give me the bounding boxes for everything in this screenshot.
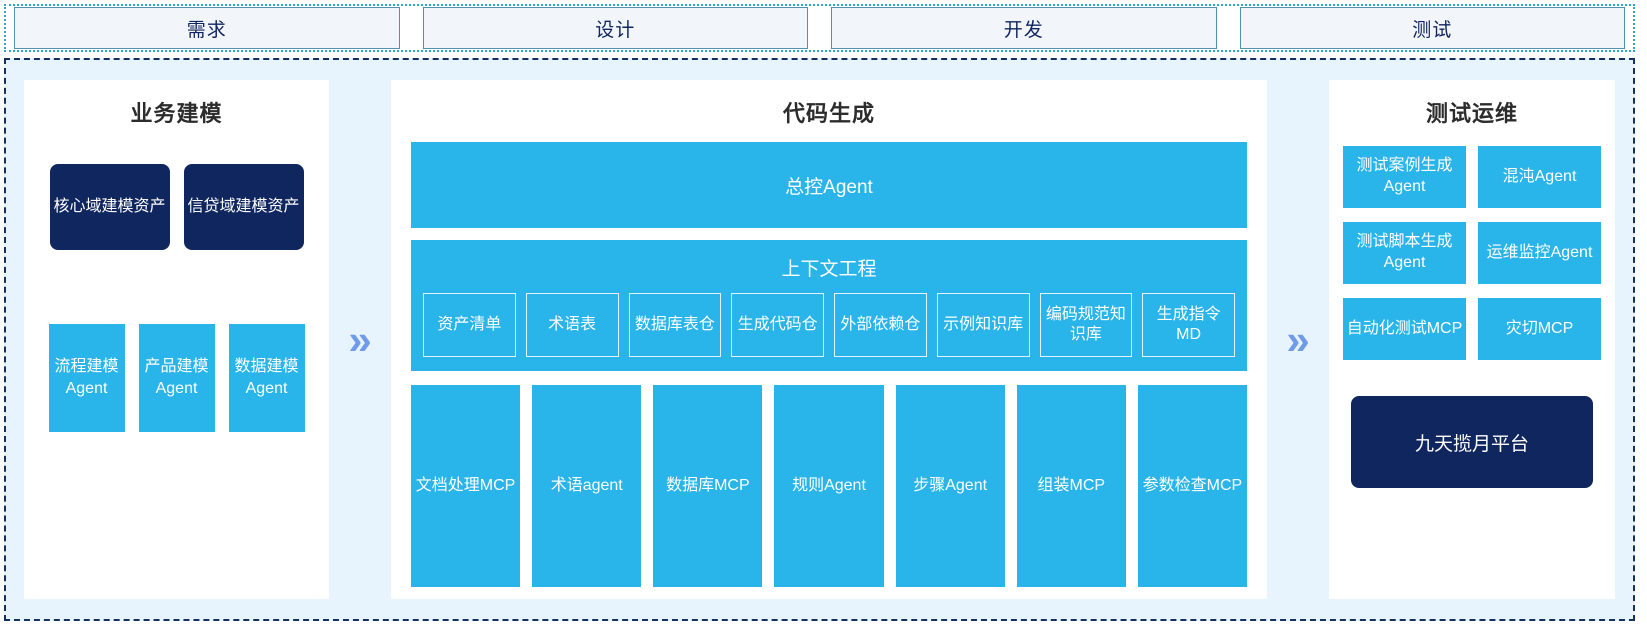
phase-box-development[interactable]: 开发 <box>831 7 1217 49</box>
panel-title-code-generation: 代码生成 <box>782 101 875 126</box>
panel-business-modeling: 业务建模 核心域建模资产 信贷域建模资产 流程建模Agent 产品建模Agent… <box>24 80 329 599</box>
context-item-example-knowledge-base[interactable]: 示例知识库 <box>936 293 1030 357</box>
tool-box-rule-agent[interactable]: 规则Agent <box>774 385 884 587</box>
asset-label: 核心域建模资产 <box>53 197 166 215</box>
context-engineering-title: 上下文工程 <box>781 259 877 280</box>
tool-label: 数据库MCP <box>666 476 750 494</box>
phase-label: 设计 <box>595 19 636 41</box>
agent-box-product-modeling[interactable]: 产品建模Agent <box>138 324 215 432</box>
context-item-label: 编码规范知识库 <box>1045 306 1126 343</box>
business-asset-row: 核心域建模资产 信贷域建模资产 <box>38 164 315 250</box>
context-item-label: 数据库表仓 <box>634 316 715 333</box>
test-box-disaster-recovery-mcp[interactable]: 灾切MCP <box>1478 298 1601 360</box>
test-box-automated-testing-mcp[interactable]: 自动化测试MCP <box>1343 298 1466 360</box>
test-box-label: 灾切MCP <box>1505 319 1574 337</box>
tool-row: 文档处理MCP 术语agent 数据库MCP 规则Agent 步骤Agent 组… <box>411 385 1247 587</box>
context-item-label: 资产清单 <box>437 316 502 333</box>
asset-box-core-domain[interactable]: 核心域建模资产 <box>49 164 170 250</box>
context-item-db-table-repo[interactable]: 数据库表仓 <box>628 293 722 357</box>
phase-strip: 需求 设计 开发 测试 <box>4 4 1635 52</box>
panel-title-business-modeling: 业务建模 <box>130 101 223 126</box>
context-item-label: 生成代码仓 <box>737 316 818 333</box>
tool-box-assembly-mcp[interactable]: 组装MCP <box>1016 385 1126 587</box>
test-box-ops-monitoring-agent[interactable]: 运维监控Agent <box>1478 222 1601 284</box>
master-agent-label: 总控Agent <box>785 176 873 198</box>
tool-label: 文档处理MCP <box>415 476 516 494</box>
context-item-external-dependency-repo[interactable]: 外部依赖仓 <box>834 293 927 357</box>
tool-label: 步骤Agent <box>913 476 988 494</box>
tool-box-database-mcp[interactable]: 数据库MCP <box>653 385 763 587</box>
tool-label: 参数检查MCP <box>1142 476 1243 494</box>
tool-box-step-agent[interactable]: 步骤Agent <box>895 385 1005 587</box>
context-item-label: 生成指令MD <box>1156 306 1221 343</box>
context-item-label: 术语表 <box>548 316 597 333</box>
phase-label: 测试 <box>1412 19 1453 41</box>
phase-box-testing[interactable]: 测试 <box>1239 7 1625 49</box>
context-items-row: 资产清单 术语表 数据库表仓 生成代码仓 外部依赖仓 示例知识库 <box>423 293 1235 357</box>
test-operations-grid: 测试案例生成Agent 混沌Agent 测试脚本生成Agent 运维监控Agen… <box>1343 146 1601 360</box>
architecture-diagram-frame: 业务建模 核心域建模资产 信贷域建模资产 流程建模Agent 产品建模Agent… <box>4 58 1635 621</box>
phase-label: 开发 <box>1003 19 1044 41</box>
agent-box-data-modeling[interactable]: 数据建模Agent <box>228 324 305 432</box>
context-item-label: 示例知识库 <box>943 316 1024 333</box>
tool-label: 规则Agent <box>792 476 866 494</box>
agent-box-process-modeling[interactable]: 流程建模Agent <box>48 324 125 432</box>
context-item-glossary[interactable]: 术语表 <box>525 293 619 357</box>
tool-box-document-processing-mcp[interactable]: 文档处理MCP <box>411 385 521 587</box>
test-box-label: 混沌Agent <box>1502 167 1577 185</box>
context-item-coding-standard-kb[interactable]: 编码规范知识库 <box>1039 293 1133 357</box>
context-item-generation-instruction-md[interactable]: 生成指令MD <box>1142 293 1235 357</box>
flow-arrow-icon-left: » <box>329 80 391 599</box>
tool-box-parameter-check-mcp[interactable]: 参数检查MCP <box>1137 385 1247 587</box>
test-box-test-case-generation-agent[interactable]: 测试案例生成Agent <box>1343 146 1466 208</box>
tool-label: 组装MCP <box>1037 476 1106 494</box>
platform-label: 九天揽月平台 <box>1414 433 1529 455</box>
test-box-label: 运维监控Agent <box>1486 243 1593 261</box>
test-box-test-script-generation-agent[interactable]: 测试脚本生成Agent <box>1343 222 1466 284</box>
phase-box-requirements[interactable]: 需求 <box>14 7 400 49</box>
agent-label: 流程建模Agent <box>54 358 119 397</box>
agent-label: 产品建模Agent <box>144 358 209 397</box>
panel-title-test-operations: 测试运维 <box>1425 101 1518 126</box>
phase-label: 需求 <box>186 19 227 41</box>
asset-label: 信贷域建模资产 <box>187 197 300 215</box>
test-box-label: 自动化测试MCP <box>1346 319 1463 337</box>
context-item-label: 外部依赖仓 <box>840 316 921 333</box>
test-box-label: 测试案例生成Agent <box>1356 157 1453 195</box>
tool-label: 术语agent <box>550 476 623 494</box>
double-chevron-right-icon: » <box>348 315 372 363</box>
master-agent-band[interactable]: 总控Agent <box>411 142 1247 228</box>
context-engineering-band: 上下文工程 资产清单 术语表 数据库表仓 生成代码仓 外部依赖仓 示 <box>411 240 1247 371</box>
asset-box-credit-domain[interactable]: 信贷域建模资产 <box>183 164 304 250</box>
test-box-label: 测试脚本生成Agent <box>1356 233 1453 271</box>
business-agent-row: 流程建模Agent 产品建模Agent 数据建模Agent <box>38 324 315 432</box>
double-chevron-right-icon: » <box>1286 315 1310 363</box>
test-box-chaos-agent[interactable]: 混沌Agent <box>1478 146 1601 208</box>
panel-test-operations: 测试运维 测试案例生成Agent 混沌Agent 测试脚本生成Agent 运维监… <box>1329 80 1615 599</box>
phase-box-design[interactable]: 设计 <box>422 7 808 49</box>
platform-box-jiutian-lanyue[interactable]: 九天揽月平台 <box>1351 396 1593 488</box>
context-item-generated-code-repo[interactable]: 生成代码仓 <box>731 293 824 357</box>
panel-code-generation: 代码生成 总控Agent 上下文工程 资产清单 术语表 数据库表仓 生成代码仓 <box>391 80 1267 599</box>
tool-box-glossary-agent[interactable]: 术语agent <box>532 385 642 587</box>
context-item-asset-inventory[interactable]: 资产清单 <box>423 293 516 357</box>
agent-label: 数据建模Agent <box>234 358 299 397</box>
flow-arrow-icon-right: » <box>1267 80 1329 599</box>
